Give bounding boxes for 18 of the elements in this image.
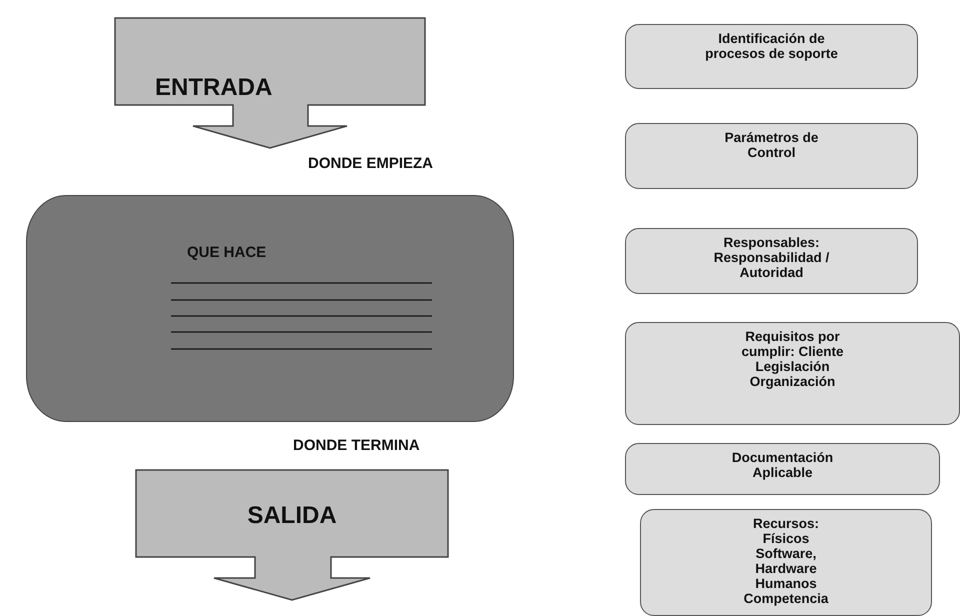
process-box — [640, 509, 932, 616]
step-label: DONDE EMPIEZA — [308, 155, 434, 172]
box-text: Documentación Aplicable — [730, 450, 834, 480]
process-box — [625, 322, 960, 425]
box-text: Parámetros de Control — [724, 130, 820, 160]
box-text: Identificación de procesos de soporte — [704, 31, 839, 61]
box-text: Responsables: Responsabilidad / Autoridad — [712, 235, 830, 280]
process-box — [26, 195, 514, 422]
process-box — [625, 24, 918, 89]
process-box — [625, 123, 918, 189]
box-text: Recursos: Físicos Software, Hardware Humanos Competencia — [742, 516, 830, 606]
arrow-label: ENTRADA — [155, 74, 272, 102]
box-title: QUE HACE — [187, 244, 266, 261]
process-box — [625, 443, 940, 495]
step-label: DONDE TERMINA — [293, 437, 420, 454]
box-text: Requisitos por cumplir: Cliente Legislación Organización — [740, 329, 844, 389]
arrow-label: SALIDA — [246, 502, 338, 530]
process-box — [625, 228, 918, 294]
